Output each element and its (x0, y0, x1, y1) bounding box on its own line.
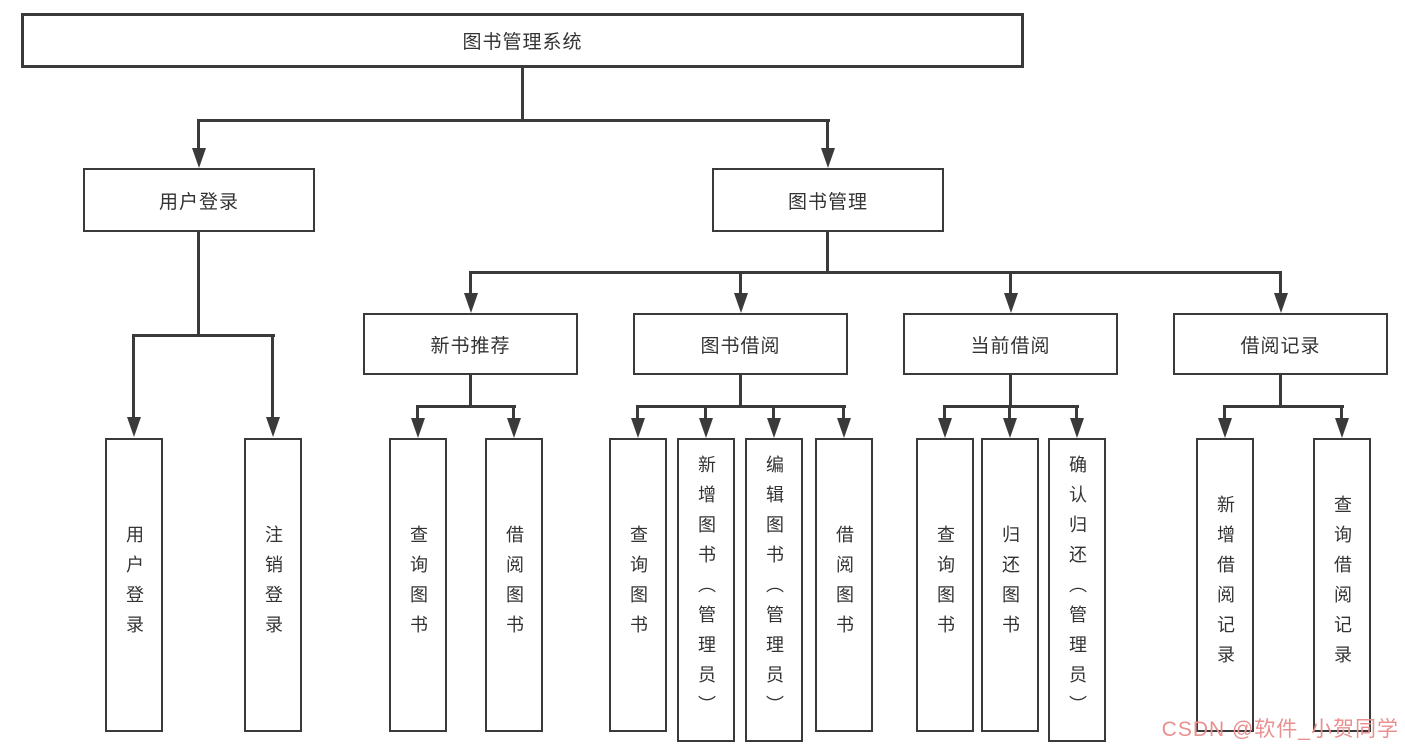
connector-line (826, 119, 829, 150)
arrow-down-icon (767, 418, 781, 438)
arrow-down-icon (464, 293, 478, 313)
connector-line (772, 405, 775, 419)
connector-line (1279, 375, 1282, 407)
leaf-label: 注销登录 (263, 525, 283, 645)
leaf-add-borrow-record: 新增借阅记录 (1196, 438, 1254, 732)
arrow-down-icon (411, 418, 425, 438)
arrow-down-icon (1004, 293, 1018, 313)
leaf-label: 借阅图书 (834, 525, 854, 645)
connector-line (739, 375, 742, 407)
arrow-down-icon (821, 148, 835, 168)
leaf-label: 新增图书（管理员） (696, 455, 716, 725)
node-book-management: 图书管理 (712, 168, 944, 232)
connector-line (416, 405, 516, 408)
leaf-label: 用户登录 (124, 525, 144, 645)
connector-line (469, 375, 472, 407)
connector-line (1223, 405, 1344, 408)
connector-line (636, 405, 639, 419)
node-label: 图书借阅 (700, 335, 781, 357)
connector-line (1008, 405, 1011, 419)
connector-line (1009, 271, 1012, 294)
arrow-down-icon (127, 417, 141, 437)
node-label: 图书管理系统 (462, 32, 583, 53)
leaf-confirm-return-admin: 确认归还（管理员） (1048, 438, 1106, 742)
leaf-label: 查询图书 (935, 525, 955, 645)
leaf-query-books-recommend: 查询图书 (389, 438, 447, 732)
csdn-watermark: CSDN @软件_小贺同学 (1161, 718, 1399, 741)
node-current-borrowing: 当前借阅 (903, 313, 1118, 375)
node-book-borrowing: 图书借阅 (633, 313, 848, 375)
connector-line (132, 334, 275, 337)
node-borrowing-records: 借阅记录 (1173, 313, 1388, 375)
arrow-down-icon (1274, 293, 1288, 313)
arrow-down-icon (192, 148, 206, 168)
arrow-down-icon (631, 418, 645, 438)
leaf-return-books: 归还图书 (981, 438, 1039, 732)
connector-line (197, 119, 830, 122)
connector-line (469, 271, 1282, 274)
leaf-query-books-current: 查询图书 (916, 438, 974, 732)
leaf-borrow-books: 借阅图书 (815, 438, 873, 732)
leaf-borrow-books-recommend: 借阅图书 (485, 438, 543, 732)
connector-line (636, 405, 846, 408)
arrow-down-icon (837, 418, 851, 438)
connector-line (1223, 405, 1226, 419)
leaf-label: 归还图书 (1000, 525, 1020, 645)
leaf-add-books-admin: 新增图书（管理员） (677, 438, 735, 742)
leaf-label: 编辑图书（管理员） (764, 455, 784, 725)
node-library-management-system: 图书管理系统 (21, 13, 1024, 68)
arrow-down-icon (266, 417, 280, 437)
leaf-label: 确认归还（管理员） (1067, 455, 1087, 725)
leaf-label: 查询图书 (408, 525, 428, 645)
connector-line (826, 232, 829, 274)
connector-line (416, 405, 419, 419)
node-new-book-recommendation: 新书推荐 (363, 313, 578, 375)
leaf-label: 查询借阅记录 (1332, 495, 1352, 675)
node-label: 新书推荐 (430, 335, 511, 357)
connector-line (1340, 405, 1343, 419)
leaf-label: 新增借阅记录 (1215, 495, 1235, 675)
connector-line (512, 405, 515, 419)
node-label: 当前借阅 (970, 335, 1051, 357)
node-label: 用户登录 (158, 191, 239, 213)
node-label: 借阅记录 (1240, 335, 1321, 357)
node-user-login: 用户登录 (83, 168, 315, 232)
leaf-query-books-borrowing: 查询图书 (609, 438, 667, 732)
connector-line (1075, 405, 1078, 419)
connector-line (132, 334, 135, 418)
leaf-label: 借阅图书 (504, 525, 524, 645)
connector-line (271, 334, 274, 418)
connector-line (842, 405, 845, 419)
leaf-logout: 注销登录 (244, 438, 302, 732)
leaf-query-borrow-record: 查询借阅记录 (1313, 438, 1371, 732)
connector-line (943, 405, 1079, 408)
leaf-label: 查询图书 (628, 525, 648, 645)
arrow-down-icon (1003, 418, 1017, 438)
connector-line (197, 119, 200, 150)
arrow-down-icon (938, 418, 952, 438)
leaf-edit-books-admin: 编辑图书（管理员） (745, 438, 803, 742)
arrow-down-icon (734, 293, 748, 313)
connector-line (469, 271, 472, 294)
node-label: 图书管理 (787, 191, 868, 213)
arrow-down-icon (699, 418, 713, 438)
arrow-down-icon (1335, 418, 1349, 438)
connector-line (1279, 271, 1282, 294)
connector-line (739, 271, 742, 294)
connector-line (943, 405, 946, 419)
arrow-down-icon (507, 418, 521, 438)
connector-line (197, 232, 200, 336)
arrow-down-icon (1070, 418, 1084, 438)
arrow-down-icon (1218, 418, 1232, 438)
leaf-user-login: 用户登录 (105, 438, 163, 732)
connector-line (1009, 375, 1012, 407)
connector-line (521, 68, 524, 121)
connector-line (704, 405, 707, 419)
